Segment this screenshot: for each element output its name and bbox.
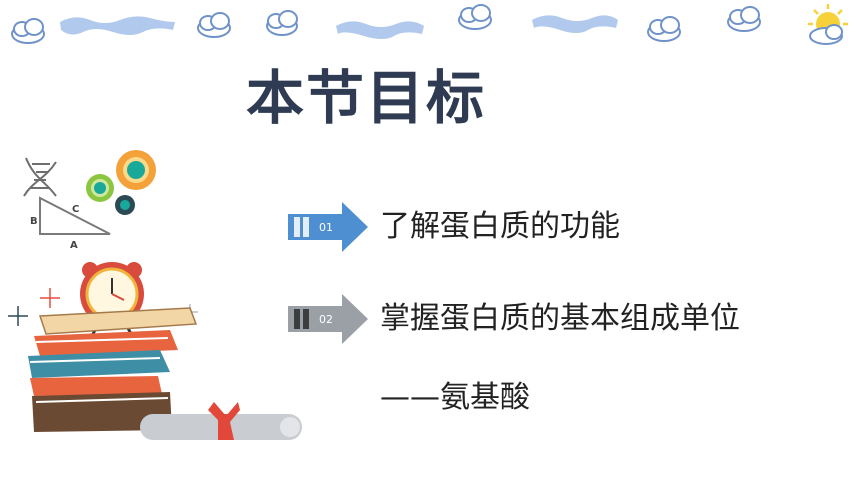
goal-text: 了解蛋白质的功能	[380, 209, 620, 244]
goal-badge: 02	[288, 294, 368, 344]
sparkle-icon	[8, 306, 28, 326]
goal-subtext: ——氨基酸	[380, 380, 530, 415]
gear-icon	[86, 174, 114, 202]
wave-cloud-icon	[336, 21, 424, 39]
cloud-icon	[11, 18, 45, 44]
book-stack-icon	[28, 307, 198, 432]
goal-number: 01	[319, 221, 333, 234]
wave-cloud-icon	[532, 15, 618, 33]
cloud-icon	[727, 6, 761, 32]
goal-text: 掌握蛋白质的基本组成单位	[380, 301, 740, 336]
cloud-icon	[266, 10, 298, 36]
triangle-label-c: C	[72, 204, 79, 215]
sparkle-icon	[40, 288, 60, 308]
cloud-icon	[197, 12, 231, 38]
dna-helix-icon	[23, 157, 57, 197]
gear-icon	[116, 150, 156, 190]
goal-item: 02 掌握蛋白质的基本组成单位	[284, 292, 854, 346]
goal-badge: 01	[288, 202, 368, 252]
cloud-icon	[647, 16, 681, 42]
wave-cloud-icon	[60, 16, 175, 35]
sun-icon	[808, 4, 848, 45]
cloud-border-decoration	[11, 4, 848, 45]
triangle-diagram: B C A	[30, 196, 111, 251]
study-illustration: B C A	[8, 150, 302, 440]
gear-icon	[115, 195, 135, 215]
page-title: 本节目标	[246, 64, 487, 132]
alarm-clock-icon	[80, 262, 144, 337]
triangle-label-a: A	[70, 240, 78, 251]
diploma-scroll-icon	[140, 402, 302, 440]
goal-number: 02	[319, 313, 333, 326]
cloud-icon	[458, 4, 492, 30]
goal-item: 01 了解蛋白质的功能	[284, 200, 844, 254]
triangle-label-b: B	[30, 216, 38, 227]
